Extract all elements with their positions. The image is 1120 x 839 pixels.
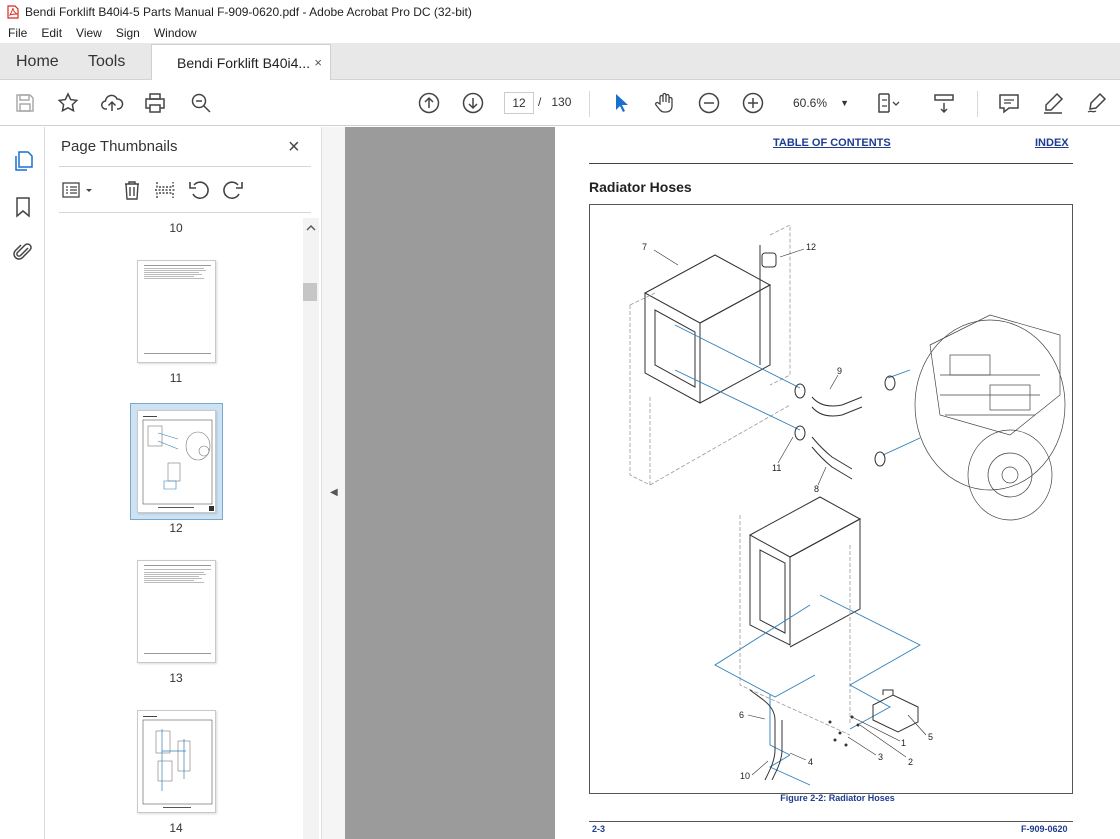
title-bar: Bendi Forklift B40i4-5 Parts Manual F-90… [0, 0, 1120, 23]
callout-label: 12 [806, 242, 817, 252]
section-title: Radiator Hoses [589, 179, 692, 195]
menu-edit[interactable]: Edit [41, 26, 63, 40]
table-of-contents-link[interactable]: TABLE OF CONTENTS [773, 137, 891, 149]
scroll-mode-icon[interactable] [932, 91, 956, 115]
thumbnail-label: 11 [169, 371, 183, 385]
save-icon[interactable] [13, 91, 37, 115]
select-arrow-icon[interactable] [609, 91, 633, 115]
menu-file[interactable]: File [8, 26, 28, 40]
zoom-value: 60.6% [793, 96, 828, 110]
document-viewport: TABLE OF CONTENTS INDEX Radiator Hoses [345, 127, 1120, 839]
thumbnail-page-13[interactable] [137, 560, 216, 663]
rotate-cw-icon[interactable] [221, 179, 245, 201]
fit-page-icon[interactable] [876, 91, 900, 115]
page-up-icon[interactable] [417, 91, 441, 115]
thumbnails-panel: Page Thumbnails × 10 11 [45, 127, 321, 839]
menu-window[interactable]: Window [153, 26, 197, 40]
toolbar-separator [589, 91, 590, 117]
menu-sign[interactable]: Sign [115, 26, 140, 40]
window-title: Bendi Forklift B40i4-5 Parts Manual F-90… [25, 4, 472, 19]
tab-bar: Home Tools Bendi Forklift B40i4... × [0, 43, 1120, 80]
thumbnail-label: 13 [169, 671, 183, 685]
total-pages: 130 [551, 95, 572, 109]
callout-label: 7 [642, 242, 648, 252]
callout-label: 3 [878, 752, 884, 762]
page-count: / 130 [538, 95, 571, 109]
delete-page-icon[interactable] [120, 179, 144, 201]
page-footer-docid: F-909-0620 [1021, 824, 1068, 834]
callout-label: 1 [901, 738, 907, 748]
page-separator: / [538, 95, 542, 109]
thumbnail-list: 10 11 12 [45, 213, 303, 839]
zoom-dropdown[interactable]: 60.6% ▼ [781, 92, 857, 114]
hand-icon[interactable] [653, 91, 677, 115]
left-nav-rail [0, 127, 45, 839]
page-thumbnails-icon[interactable] [11, 149, 35, 173]
tab-tools[interactable]: Tools [88, 53, 126, 70]
extract-page-icon[interactable] [153, 179, 177, 201]
toolbar-separator [977, 91, 978, 117]
tab-home[interactable]: Home [16, 53, 59, 70]
tab-document[interactable]: Bendi Forklift B40i4... × [151, 44, 331, 80]
tab-document-label: Bendi Forklift B40i4... [177, 55, 311, 71]
figure-frame: 7 12 9 11 8 6 10 4 3 2 1 5 [589, 204, 1073, 794]
callout-label: 10 [740, 771, 751, 781]
radiator-hoses-diagram [629, 224, 1066, 786]
zoom-out-icon[interactable] [697, 91, 721, 115]
print-icon[interactable] [143, 91, 167, 115]
chevron-down-icon: ▼ [840, 98, 849, 108]
thumbnail-page-12[interactable] [137, 410, 216, 513]
menu-view[interactable]: View [76, 26, 102, 40]
header-rule [589, 163, 1073, 164]
pdf-page: TABLE OF CONTENTS INDEX Radiator Hoses [555, 127, 1120, 839]
thumbnail-scrollbar[interactable] [303, 218, 319, 839]
panel-title: Page Thumbnails [61, 138, 178, 155]
rotate-ccw-icon[interactable] [187, 179, 211, 201]
acrobat-pdf-icon [7, 4, 19, 19]
thumbnail-options-icon[interactable] [61, 179, 95, 201]
bookmarks-icon[interactable] [11, 195, 35, 219]
callout-label: 11 [772, 463, 782, 473]
upload-icon[interactable] [100, 91, 124, 115]
panel-divider [59, 212, 311, 213]
menu-bar: File Edit View Sign Window [0, 23, 1120, 43]
page-footer-number: 2-3 [592, 824, 606, 834]
tab-close-icon[interactable]: × [314, 55, 322, 70]
page-down-icon[interactable] [461, 91, 485, 115]
callout-label: 2 [908, 757, 914, 767]
scrollbar-thumb[interactable] [303, 283, 317, 301]
zoom-in-icon[interactable] [741, 91, 765, 115]
sign-icon[interactable] [1085, 91, 1109, 115]
toolbar [0, 80, 1120, 126]
callout-label: 4 [808, 757, 814, 767]
current-page-input[interactable]: 12 [504, 92, 534, 114]
highlight-pen-icon[interactable] [1041, 91, 1065, 115]
panel-splitter[interactable]: ◀ [321, 127, 345, 839]
comment-icon[interactable] [997, 91, 1021, 115]
callout-label: 5 [928, 732, 934, 742]
thumbnail-label: 12 [169, 521, 183, 535]
zoom-search-icon[interactable] [189, 91, 213, 115]
panel-divider [59, 166, 311, 167]
thumbnail-page-11[interactable] [137, 260, 216, 363]
attachments-icon[interactable] [11, 240, 35, 264]
thumbnail-label: 10 [169, 221, 183, 235]
figure-caption: Figure 2-2: Radiator Hoses [780, 793, 895, 803]
thumbnail-label: 14 [169, 821, 183, 835]
collapse-panel-icon[interactable]: ◀ [330, 487, 338, 498]
bookmark-star-icon[interactable] [56, 91, 80, 115]
thumbnail-page-14[interactable] [137, 710, 216, 813]
footer-rule [589, 821, 1073, 822]
index-link[interactable]: INDEX [1035, 137, 1069, 149]
panel-close-icon[interactable]: × [288, 136, 300, 158]
callout-label: 6 [739, 710, 745, 720]
callout-label: 8 [814, 484, 820, 494]
callout-label: 9 [837, 366, 843, 376]
